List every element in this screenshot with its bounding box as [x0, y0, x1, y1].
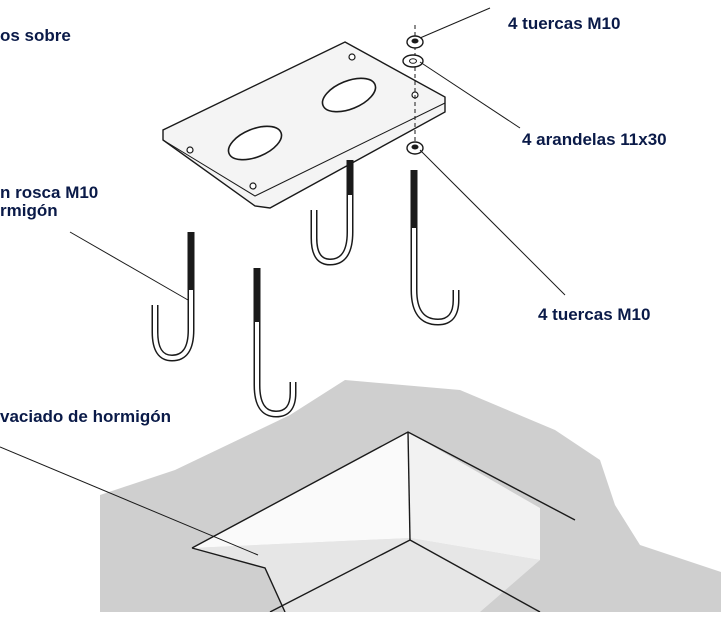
- label-rod-line2: rmigón: [0, 201, 58, 220]
- label-washers: 4 arandelas 11x30: [522, 130, 667, 149]
- label-rod-line1: n rosca M10: [0, 183, 99, 202]
- pit-right-wall: [408, 432, 540, 560]
- plate-slot-left: [227, 125, 283, 161]
- pit-floor: [192, 538, 540, 612]
- j-bolt-front: [253, 268, 297, 418]
- nut-bottom: [406, 141, 424, 155]
- label-top-left: os sobre: [0, 26, 71, 45]
- leader-lines: [0, 7, 566, 556]
- label-nuts-bottom: 4 tuercas M10: [538, 305, 651, 324]
- base-plate: [162, 41, 446, 209]
- label-nuts-top: 4 tuercas M10: [508, 14, 621, 33]
- j-bolt-right: [410, 170, 460, 326]
- label-pit: vaciado de hormigón: [0, 407, 171, 426]
- j-bolt-left: [151, 232, 195, 362]
- j-bolt-back-left: [310, 160, 354, 266]
- washer: [402, 54, 424, 68]
- nut-top: [406, 35, 424, 49]
- plate-slot-right: [321, 77, 377, 113]
- pit-outline: [191, 431, 576, 613]
